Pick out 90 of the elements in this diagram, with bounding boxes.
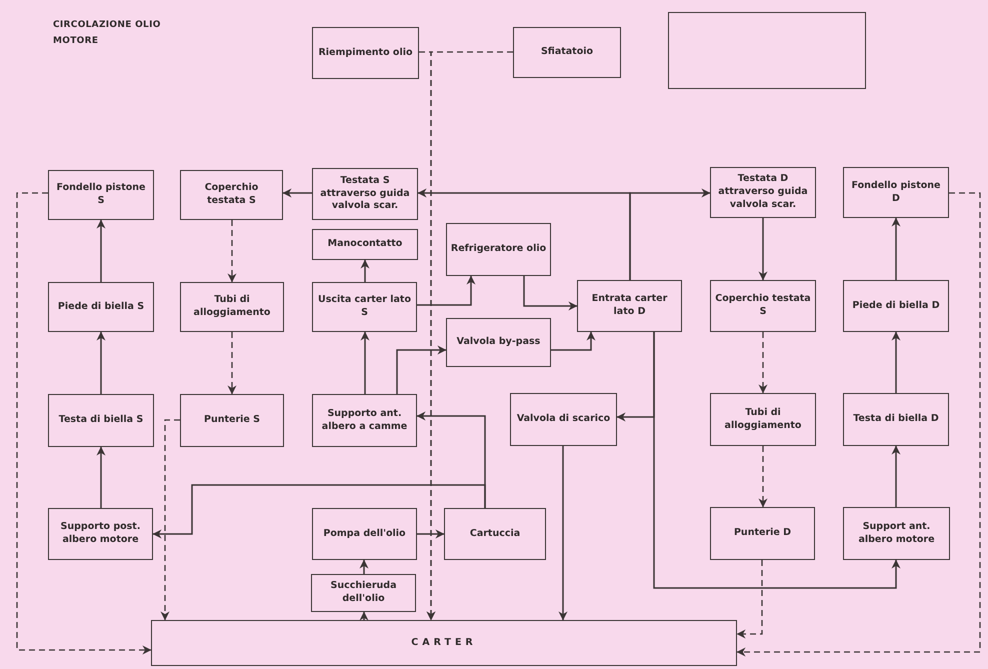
box-label: Valvola di scarico — [516, 413, 612, 426]
arrow — [228, 220, 236, 282]
process-box — [48, 282, 154, 332]
box-label: Manocontatto — [326, 238, 404, 251]
box-label: Testa di biella D — [852, 413, 940, 426]
box-label: Entrata carter lato D — [590, 293, 668, 319]
process-box — [180, 170, 283, 220]
arrow — [396, 346, 446, 394]
arrow — [228, 332, 236, 394]
box-label: Punterie D — [732, 527, 792, 540]
process-box — [48, 394, 154, 447]
box-label: Testata D attraverso guida valvola scar. — [717, 173, 809, 212]
arrow — [360, 260, 370, 282]
box-label: Refrigeratore olio — [450, 243, 548, 256]
process-box — [48, 508, 153, 560]
process-box — [710, 507, 815, 560]
arrow — [16, 192, 152, 654]
arrow — [551, 332, 596, 351]
arrow — [360, 332, 370, 394]
box-label: CARTER — [410, 636, 478, 650]
process-box — [312, 394, 417, 447]
process-box — [312, 229, 418, 260]
process-box — [446, 318, 551, 367]
process-box — [312, 168, 418, 220]
box-label: Tubi di alloggiamento — [724, 406, 802, 432]
process-box — [151, 620, 737, 666]
box-label: Pompa dell'olio — [322, 528, 407, 540]
box-label: Fondello pistone S — [56, 182, 146, 208]
process-box — [48, 170, 154, 220]
arrow — [736, 192, 981, 656]
arrow — [653, 332, 900, 589]
arrow — [160, 419, 180, 620]
arrow — [360, 612, 368, 621]
box-label: Cartuccia — [468, 528, 522, 540]
process-box — [312, 508, 417, 560]
process-box — [843, 167, 949, 218]
process-box — [312, 282, 417, 332]
process-box — [710, 167, 816, 218]
process-box — [843, 280, 949, 332]
box-label: Uscita carter lato S — [317, 294, 412, 320]
process-box — [710, 393, 816, 446]
box-label: Riempimento olio — [317, 46, 414, 60]
box-label: Testata S attraverso guida valvola scar. — [319, 174, 411, 214]
box-label: Supporto ant. albero a camme — [320, 408, 408, 434]
process-box — [446, 223, 551, 276]
diagram-title: CIRCOLAZIONE OLIO MOTORE — [53, 19, 162, 48]
arrow — [96, 332, 106, 394]
process-box — [312, 27, 419, 79]
process-box — [513, 27, 621, 78]
box-label: Support ant. albero motore — [857, 520, 936, 546]
arrow — [96, 446, 106, 508]
arrow — [736, 560, 763, 638]
arrow — [152, 484, 486, 538]
arrow — [892, 446, 900, 507]
box-label: Coperchio testata S — [204, 182, 260, 208]
arrow — [417, 276, 476, 306]
arrow — [96, 220, 106, 282]
box-label: Valvola by-pass — [456, 336, 542, 349]
process-box — [710, 280, 816, 332]
arrow — [417, 530, 444, 538]
box-label: Tubi di alloggiamento — [192, 294, 272, 320]
title-frame — [668, 12, 866, 89]
arrow — [629, 188, 710, 280]
process-box — [311, 574, 416, 612]
box-label: Succhieruda dell'olio — [330, 580, 398, 606]
arrow — [282, 188, 312, 198]
box-label: Coperchio testata S — [714, 293, 812, 319]
arrow — [758, 446, 768, 508]
process-box — [444, 508, 546, 560]
process-box — [577, 280, 682, 332]
arrow — [360, 560, 368, 574]
process-box — [180, 394, 284, 447]
box-label: Sfiatatoio — [540, 46, 594, 59]
process-box — [843, 393, 949, 446]
process-box — [510, 393, 617, 446]
arrow — [758, 332, 768, 394]
arrow — [758, 218, 768, 280]
box-label: Piede di biella D — [851, 300, 941, 312]
process-box — [180, 282, 284, 332]
box-label: Testa di biella S — [58, 414, 144, 427]
arrow — [523, 276, 578, 310]
arrow — [558, 446, 568, 620]
arrow — [892, 332, 900, 393]
box-label: Punterie S — [202, 414, 261, 427]
box-label: Supporto post. albero motore — [60, 521, 142, 547]
box-label: Fondello pistone D — [850, 180, 942, 206]
arrow — [426, 51, 513, 620]
arrow — [892, 218, 900, 280]
process-box — [843, 507, 950, 560]
box-label: Piede di biella S — [56, 300, 146, 314]
